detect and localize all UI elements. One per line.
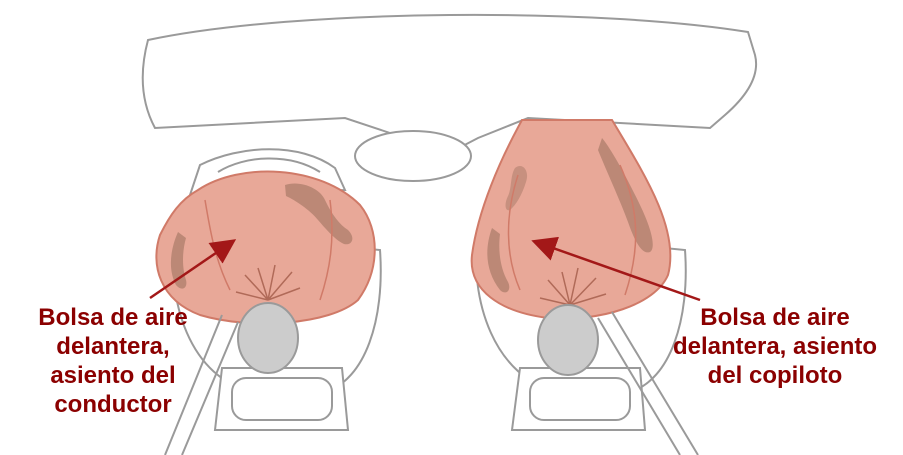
driver-airbag-shape [156, 172, 374, 324]
passenger-label-line: delantera, asiento [655, 332, 895, 361]
driver-airbag-label: Bolsa de aire delantera, asiento del con… [8, 303, 218, 419]
driver-label-line: delantera, [8, 332, 218, 361]
driver-label-line: asiento del [8, 361, 218, 390]
driver-head [238, 303, 298, 373]
dashboard-center-console [355, 131, 471, 181]
passenger-label-line: Bolsa de aire [655, 303, 895, 332]
passenger-airbag-label: Bolsa de aire delantera, asiento del cop… [655, 303, 895, 390]
driver-label-line: Bolsa de aire [8, 303, 218, 332]
passenger-airbag [472, 120, 671, 319]
passenger-head [538, 305, 598, 375]
passenger-label-line: del copiloto [655, 361, 895, 390]
driver-label-line: conductor [8, 390, 218, 419]
driver-airbag [156, 172, 374, 324]
